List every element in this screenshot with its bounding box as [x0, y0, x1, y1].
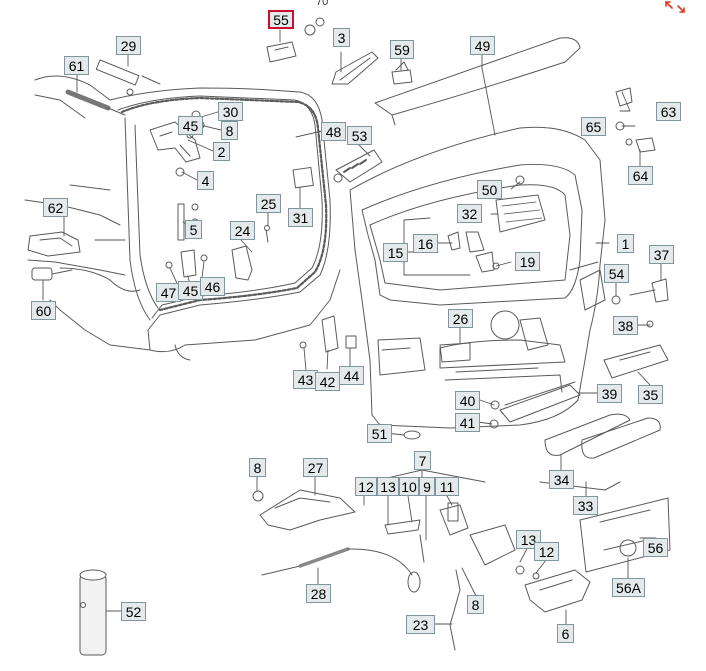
callout-38[interactable]: 38: [613, 316, 638, 335]
callout-4[interactable]: 4: [197, 171, 214, 190]
callout-54[interactable]: 54: [604, 264, 629, 283]
callout-60[interactable]: 60: [31, 301, 56, 320]
brackets-lower: [165, 203, 270, 281]
wiper-motor: [333, 149, 383, 183]
callout-5[interactable]: 5: [185, 220, 202, 239]
leader-lines: [42, 29, 662, 625]
callout-51[interactable]: 51: [367, 424, 392, 443]
callout-43[interactable]: 43: [293, 370, 318, 389]
callout-27[interactable]: 27: [303, 458, 328, 477]
callout-23[interactable]: 23: [406, 615, 435, 634]
plate-light-housing: [603, 344, 669, 379]
tailgate-handle: [489, 381, 581, 429]
trim-seal: [544, 413, 631, 456]
callout-12-b[interactable]: 12: [534, 542, 559, 561]
callout-63[interactable]: 63: [656, 102, 681, 121]
window-element: [495, 194, 546, 233]
gas-strut: [65, 59, 161, 116]
callout-32[interactable]: 32: [457, 204, 482, 223]
connecting-rod: [449, 569, 461, 651]
callout-26[interactable]: 26: [448, 309, 473, 328]
bolt-56A: [619, 539, 637, 557]
callout-53[interactable]: 53: [347, 126, 372, 145]
cover-panel: [292, 166, 314, 189]
drain-plug: [403, 430, 421, 440]
callout-15[interactable]: 15: [383, 243, 408, 262]
gasket-strip: [331, 51, 379, 85]
callout-9[interactable]: 9: [419, 477, 435, 496]
callout-49[interactable]: 49: [470, 36, 495, 55]
release-cable: [261, 534, 425, 593]
callout-8-low[interactable]: 8: [249, 458, 266, 477]
callout-62[interactable]: 62: [43, 198, 68, 217]
callout-30[interactable]: 30: [218, 102, 243, 121]
callout-41[interactable]: 41: [455, 413, 480, 432]
callout-19[interactable]: 19: [515, 252, 540, 271]
callout-6[interactable]: 6: [557, 624, 574, 643]
callout-45-top[interactable]: 45: [178, 116, 203, 135]
paint-cylinder: [79, 569, 107, 656]
clip-59: [391, 61, 413, 85]
callout-56A[interactable]: 56A: [612, 578, 645, 597]
callout-2[interactable]: 2: [213, 142, 230, 161]
callout-29[interactable]: 29: [116, 36, 141, 55]
grommet-50: [515, 175, 525, 185]
lamp-parts: [611, 278, 669, 328]
callout-24[interactable]: 24: [230, 221, 255, 240]
callout-35[interactable]: 35: [638, 385, 663, 404]
callout-44[interactable]: 44: [339, 366, 364, 385]
spoiler-edge: [391, 114, 396, 126]
callout-65[interactable]: 65: [581, 117, 606, 136]
callout-40[interactable]: 40: [455, 391, 480, 410]
callout-31[interactable]: 31: [288, 208, 313, 227]
callout-56[interactable]: 56: [643, 538, 668, 557]
hinge-bracket-right: [615, 87, 656, 153]
callout-1[interactable]: 1: [617, 234, 634, 253]
door-seal: [120, 96, 328, 312]
callout-55[interactable]: 55: [268, 10, 294, 29]
callout-3[interactable]: 3: [333, 28, 350, 47]
rear-latch: [299, 315, 357, 353]
tailgate-panel: [349, 126, 606, 429]
callout-61[interactable]: 61: [64, 56, 89, 75]
body-rear-opening: [24, 75, 341, 361]
grommet-55: [304, 24, 316, 36]
license-plate-bracket: [579, 497, 671, 573]
callout-37[interactable]: 37: [649, 245, 674, 264]
callout-8-top[interactable]: 8: [221, 121, 238, 140]
callout-42[interactable]: 42: [315, 372, 340, 391]
callout-13-a[interactable]: 13: [377, 477, 399, 496]
top-fragment-label: 70: [316, 0, 328, 8]
callout-50[interactable]: 50: [477, 180, 502, 199]
side-bracket: [27, 231, 81, 281]
callout-10[interactable]: 10: [399, 477, 419, 496]
callout-52[interactable]: 52: [121, 602, 146, 621]
callout-12-a[interactable]: 12: [355, 477, 377, 496]
wire-loom: [59, 267, 141, 292]
callout-59[interactable]: 59: [390, 40, 414, 59]
roof-spoiler: [374, 37, 581, 116]
callout-11[interactable]: 11: [435, 477, 459, 496]
lock-mechanism: [252, 489, 591, 613]
expand-arrows-icon[interactable]: [664, 0, 686, 14]
callout-46[interactable]: 46: [200, 277, 225, 296]
callout-39[interactable]: 39: [597, 384, 622, 403]
callout-25[interactable]: 25: [256, 194, 281, 213]
release-assembly: [447, 231, 500, 273]
lock-plate: [439, 342, 471, 363]
callout-28[interactable]: 28: [306, 584, 331, 603]
callout-64[interactable]: 64: [628, 166, 653, 185]
clip-55: [266, 41, 297, 63]
callout-34[interactable]: 34: [549, 470, 574, 489]
callout-13-b[interactable]: 13: [516, 530, 541, 549]
callout-16[interactable]: 16: [413, 234, 438, 253]
callout-8-b[interactable]: 8: [467, 595, 484, 614]
handle-trim: [581, 417, 661, 459]
callout-33[interactable]: 33: [573, 496, 598, 515]
callout-48[interactable]: 48: [321, 122, 346, 141]
callout-7[interactable]: 7: [414, 451, 431, 470]
